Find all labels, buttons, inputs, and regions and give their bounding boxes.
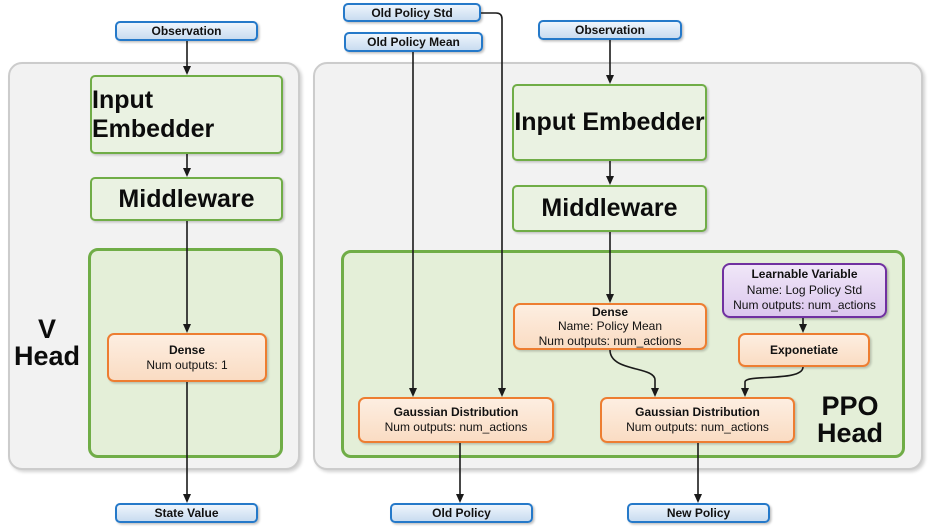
node-observation-left: Observation — [115, 21, 258, 41]
v-head-label-line2: Head — [13, 341, 81, 371]
ppo-dense-name: Name: Policy Mean — [557, 319, 663, 334]
v-input-embedder-label: Input Embedder — [92, 85, 215, 143]
node-ppo-input-embedder: Input Embedder — [512, 84, 707, 161]
node-gaussian-distribution-old: Gaussian Distribution Num outputs: num_a… — [358, 397, 554, 443]
ppo-head-label-line2: Head — [816, 418, 884, 448]
ppo-middleware-label: Middleware — [541, 194, 678, 222]
gaussian-new-num-outputs: Num outputs: num_actions — [626, 420, 769, 434]
v-dense-num-outputs: Num outputs: 1 — [146, 357, 228, 372]
node-new-policy-label: New Policy — [666, 506, 731, 520]
gaussian-new-title: Gaussian Distribution — [635, 405, 760, 419]
node-observation-left-label: Observation — [151, 24, 222, 38]
node-observation-right: Observation — [538, 20, 682, 40]
gaussian-old-num-outputs: Num outputs: num_actions — [384, 420, 528, 434]
ppo-input-embedder-label: Input Embedder — [514, 108, 705, 136]
node-ppo-dense-policy-mean: Dense Name: Policy Mean Num outputs: num… — [513, 303, 707, 350]
node-old-policy-label: Old Policy — [432, 506, 491, 520]
node-v-middleware: Middleware — [90, 177, 283, 221]
node-observation-right-label: Observation — [574, 23, 646, 37]
v-middleware-label: Middleware — [118, 184, 255, 213]
exponetiate-label: Exponetiate — [769, 342, 838, 357]
node-ppo-middleware: Middleware — [512, 185, 707, 232]
node-gaussian-distribution-new: Gaussian Distribution Num outputs: num_a… — [600, 397, 795, 443]
learnable-variable-name: Name: Log Policy Std — [746, 282, 863, 297]
v-head-label: V Head — [12, 314, 82, 372]
ppo-head-label: PPO Head — [802, 390, 898, 450]
node-exponetiate: Exponetiate — [738, 333, 870, 367]
ppo-head-label-line1: PPO — [821, 391, 879, 421]
node-old-policy-mean: Old Policy Mean — [344, 32, 483, 52]
gaussian-old-title: Gaussian Distribution — [393, 405, 519, 419]
ppo-dense-title: Dense — [591, 304, 629, 319]
v-dense-title: Dense — [168, 342, 206, 357]
node-new-policy: New Policy — [627, 503, 770, 523]
node-old-policy-std-label: Old Policy Std — [371, 5, 453, 20]
node-state-value: State Value — [115, 503, 258, 523]
learnable-variable-num-outputs: Num outputs: num_actions — [733, 298, 876, 313]
node-old-policy: Old Policy — [390, 503, 533, 523]
node-old-policy-mean-label: Old Policy Mean — [367, 35, 460, 49]
node-learnable-variable: Learnable Variable Name: Log Policy Std … — [722, 263, 887, 318]
node-v-input-embedder: Input Embedder — [90, 75, 283, 154]
node-old-policy-std: Old Policy Std — [343, 3, 481, 22]
node-v-dense: Dense Num outputs: 1 — [107, 333, 267, 382]
v-head-label-line1: V — [37, 314, 56, 344]
node-state-value-label: State Value — [154, 506, 219, 520]
learnable-variable-title: Learnable Variable — [751, 267, 858, 282]
ppo-dense-num-outputs: Num outputs: num_actions — [538, 333, 682, 348]
